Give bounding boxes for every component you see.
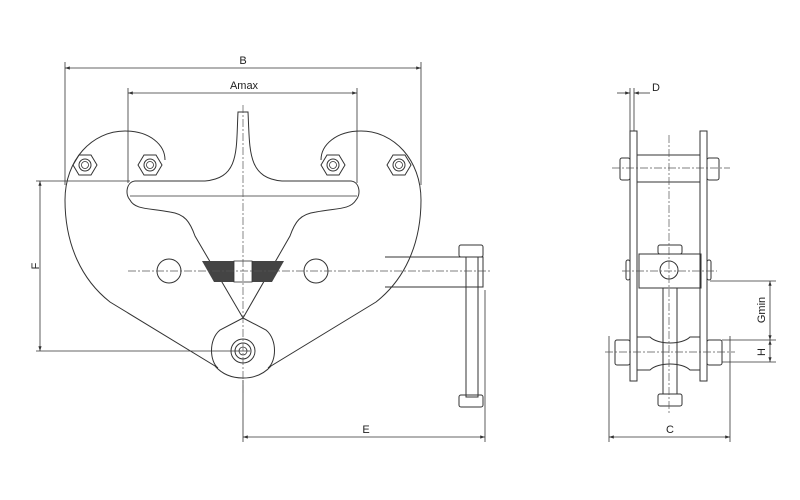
dimension-c-label: C [666,424,674,436]
dimension-gmin-label: Gmin [756,297,768,323]
nut-icon [320,154,346,176]
side-plate [699,130,708,382]
side-plate [629,130,638,382]
dimension-e-label: E [362,424,369,436]
dimension-gmin: Gmin [710,280,776,341]
nut-icon [137,154,163,176]
dimension-h-label: H [756,348,768,356]
side-view: D Gmin [605,82,776,442]
nut-icon [72,154,98,176]
front-view: B Amax F E [30,55,490,442]
dimension-amax: Amax [127,80,358,183]
dimension-amax-label: Amax [230,80,259,92]
dimension-d-label: D [652,82,660,94]
dimension-b: B [64,55,422,185]
dimension-b-label: B [239,55,246,67]
dimension-f-label: F [30,262,42,269]
threaded-screw [202,260,284,283]
dimension-h: H [722,340,776,363]
dimension-d: D [617,82,660,131]
clamp-body [64,130,422,379]
nut-icon [706,157,720,181]
dimension-f: F [30,180,250,352]
nuts [72,154,412,176]
nut-icon [619,157,631,181]
dimension-c: C [608,368,731,442]
dimension-e: E [242,290,486,442]
nut-icon [386,154,412,176]
crank-handle [385,244,484,408]
